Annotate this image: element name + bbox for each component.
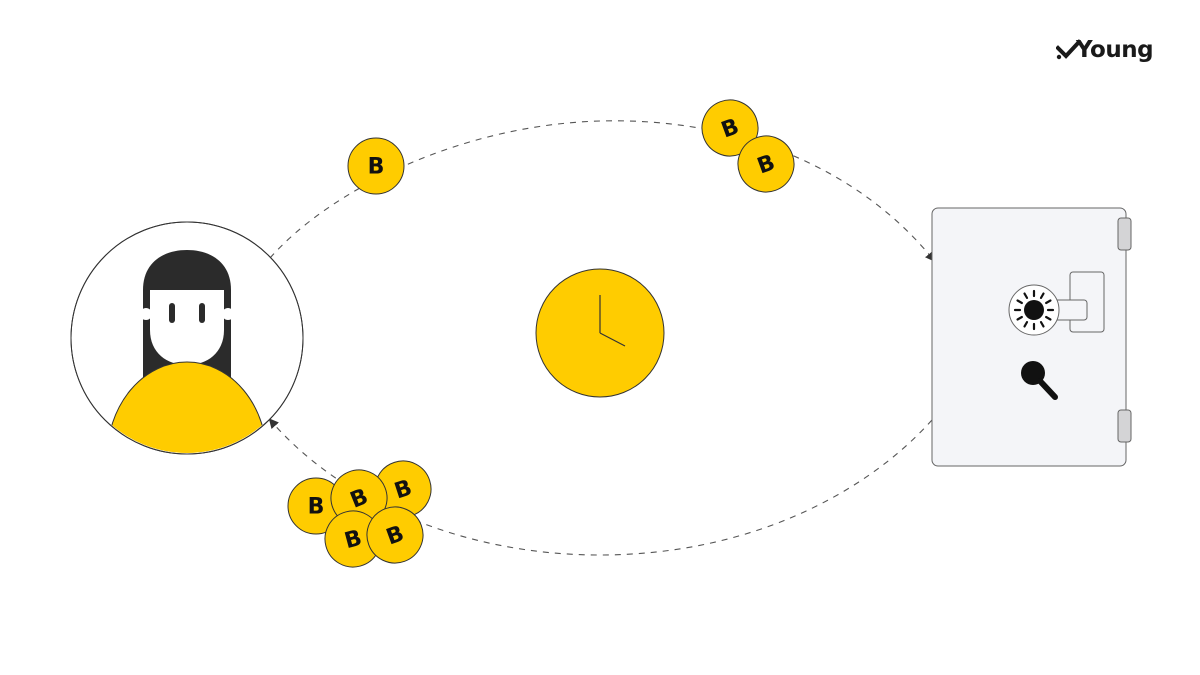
coin-symbol: B [342,526,365,554]
keyhole-icon [1021,361,1058,400]
brand-logo: Young [1056,34,1154,66]
bitcoin-coin-icon: B [347,137,405,195]
bitcoin-coin-icon: B [324,510,382,568]
bitcoin-coin-icon: B [737,135,795,193]
hinge-bottom [1117,409,1132,443]
user-avatar-icon [70,221,304,455]
body-shape [106,361,268,453]
vault-safe-icon [931,207,1132,467]
hinge-top [1117,217,1132,251]
combination-dial-icon [1008,284,1060,336]
coin-symbol: B [308,495,325,520]
clock-icon [535,268,665,398]
coin-symbol: B [391,475,415,504]
checkmark-logo-icon [1056,39,1080,60]
bitcoin-coin-icon: B [366,506,424,564]
path-to-safe [269,120,936,262]
face-shape [150,290,224,365]
coin-symbol: B [368,155,385,180]
brand-name: Young [1076,36,1154,63]
